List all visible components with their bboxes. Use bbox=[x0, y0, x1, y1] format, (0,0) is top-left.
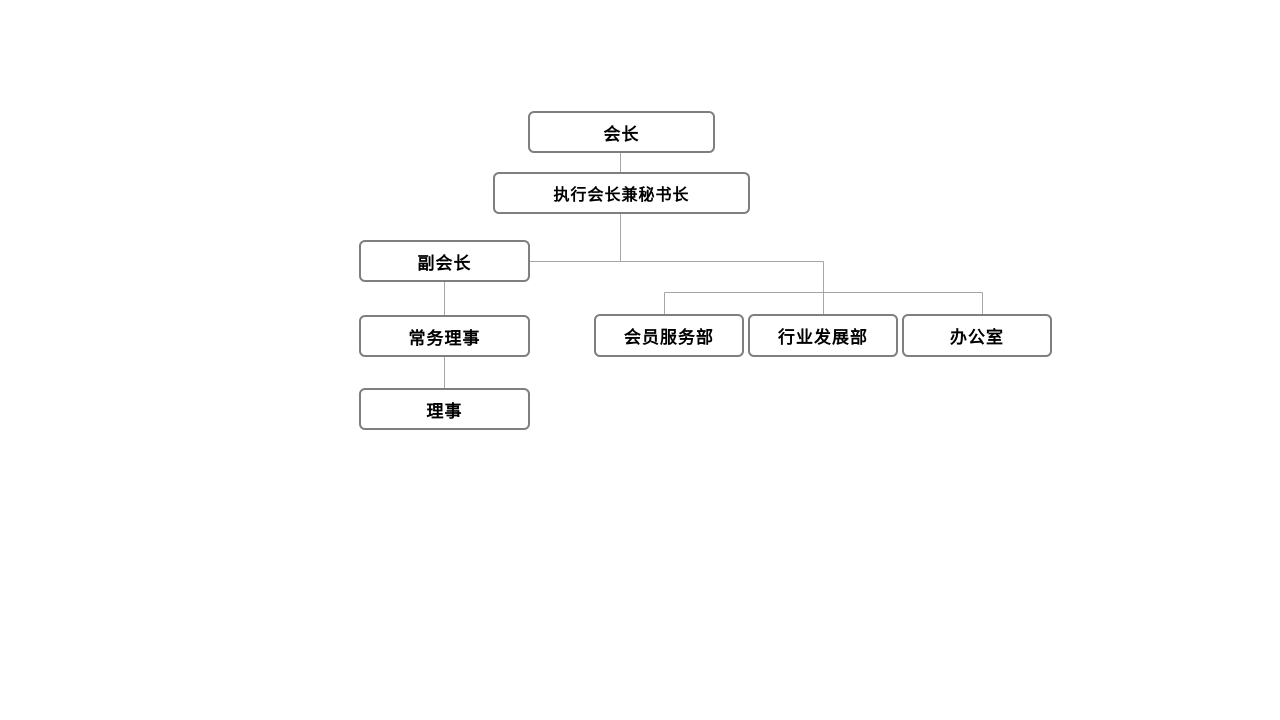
node-vice-president: 副会长 bbox=[359, 240, 530, 282]
node-director: 理事 bbox=[359, 388, 530, 430]
node-executive: 执行会长兼秘书长 bbox=[493, 172, 750, 214]
node-president: 会长 bbox=[528, 111, 715, 153]
node-standing-director: 常务理事 bbox=[359, 315, 530, 357]
node-office: 办公室 bbox=[902, 314, 1052, 357]
node-industry-development: 行业发展部 bbox=[748, 314, 898, 357]
node-member-services: 会员服务部 bbox=[594, 314, 744, 357]
